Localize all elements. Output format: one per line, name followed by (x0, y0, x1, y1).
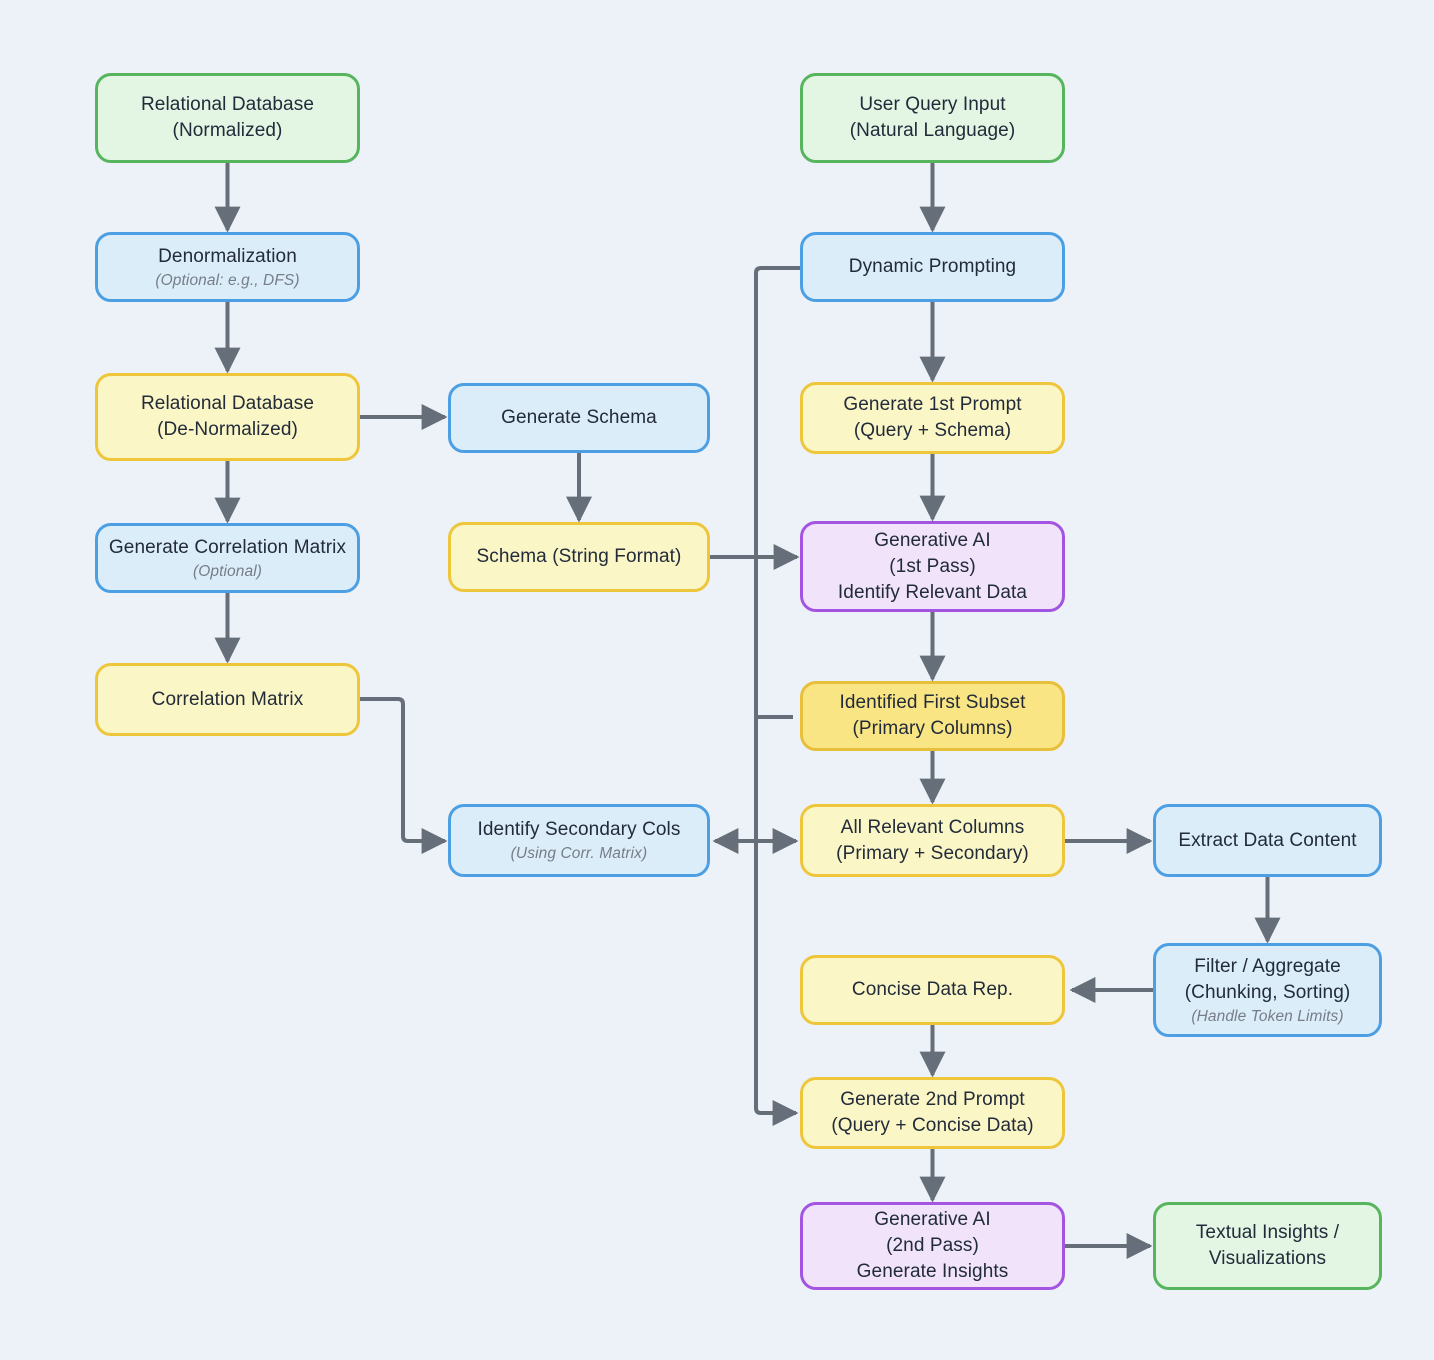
edge-dynamic-prompting-to-generate-2nd-prompt (754, 266, 800, 1126)
node-generate-1st-prompt: Generate 1st Prompt (Query + Schema) (800, 382, 1065, 454)
node-label: Generative AI (874, 1209, 991, 1230)
node-label: Identified First Subset (839, 692, 1026, 713)
node-identified-first-subset: Identified First Subset (Primary Columns… (800, 681, 1065, 751)
node-label: Generate Insights (856, 1261, 1009, 1282)
node-identify-secondary-cols: Identify Secondary Cols (Using Corr. Mat… (448, 804, 710, 877)
node-label: (De-Normalized) (157, 419, 298, 440)
node-label: (Chunking, Sorting) (1184, 981, 1351, 1003)
node-label: All Relevant Columns (840, 816, 1025, 838)
node-label: (Normalized) (172, 120, 283, 141)
node-label: Correlation Matrix (151, 688, 304, 710)
node-concise-data-rep: Concise Data Rep. (800, 955, 1065, 1025)
node-label: Schema (String Format) (476, 546, 682, 567)
node-label: (Query + Concise Data) (831, 1115, 1034, 1136)
node-relational-database-denormalized: Relational Database (De-Normalized) (95, 373, 360, 461)
node-generate-2nd-prompt: Generate 2nd Prompt (Query + Concise Dat… (800, 1077, 1065, 1149)
node-all-relevant-columns: All Relevant Columns (Primary + Secondar… (800, 804, 1065, 877)
node-generative-ai-2nd-pass: Generative AI (2nd Pass) Generate Insigh… (800, 1202, 1065, 1290)
node-label: Dynamic Prompting (848, 256, 1017, 277)
node-dynamic-prompting: Dynamic Prompting (800, 232, 1065, 302)
node-relational-database-normalized: Relational Database (Normalized) (95, 73, 360, 163)
node-label: (Primary + Secondary) (836, 842, 1029, 864)
node-label: Generate 2nd Prompt (840, 1089, 1025, 1110)
node-generate-schema: Generate Schema (448, 383, 710, 453)
node-label: (Natural Language) (849, 120, 1016, 141)
node-label: (Primary Columns) (852, 718, 1013, 739)
node-label: Concise Data Rep. (851, 979, 1014, 1000)
node-subtitle: (Handle Token Limits) (1191, 1007, 1344, 1025)
node-schema-string-format: Schema (String Format) (448, 522, 710, 592)
node-label: (1st Pass) (889, 555, 976, 577)
node-label: Generate 1st Prompt (843, 394, 1022, 415)
node-label: Identify Relevant Data (837, 581, 1028, 603)
node-label: Denormalization (158, 245, 297, 267)
node-denormalization: Denormalization (Optional: e.g., DFS) (95, 232, 360, 302)
node-label: Generative AI (874, 529, 991, 551)
edge-correlation-matrix-to-identify-secondary (360, 697, 448, 854)
node-label: (Query + Schema) (853, 420, 1012, 441)
node-label: User Query Input (859, 94, 1006, 115)
node-generative-ai-1st-pass: Generative AI (1st Pass) Identify Releva… (800, 521, 1065, 612)
node-subtitle: (Optional) (192, 562, 263, 580)
node-label: Extract Data Content (1178, 829, 1357, 851)
node-label: Identify Secondary Cols (477, 819, 681, 840)
node-extract-data-content: Extract Data Content (1153, 804, 1382, 877)
node-label: Generate Correlation Matrix (108, 536, 347, 558)
node-generate-correlation-matrix: Generate Correlation Matrix (Optional) (95, 523, 360, 593)
node-user-query-input: User Query Input (Natural Language) (800, 73, 1065, 163)
node-filter-aggregate: Filter / Aggregate (Chunking, Sorting) (… (1153, 943, 1382, 1037)
node-textual-insights-visualizations: Textual Insights / Visualizations (1153, 1202, 1382, 1290)
node-subtitle: (Using Corr. Matrix) (510, 845, 648, 862)
node-label: Relational Database (140, 393, 314, 414)
node-label: Visualizations (1208, 1248, 1327, 1269)
node-label: Relational Database (140, 94, 314, 115)
node-label: Generate Schema (501, 407, 657, 428)
node-label: Textual Insights / (1195, 1222, 1340, 1243)
node-label: (2nd Pass) (886, 1235, 979, 1256)
node-subtitle: (Optional: e.g., DFS) (155, 271, 300, 289)
node-correlation-matrix: Correlation Matrix (95, 663, 360, 736)
node-label: Filter / Aggregate (1194, 955, 1341, 977)
